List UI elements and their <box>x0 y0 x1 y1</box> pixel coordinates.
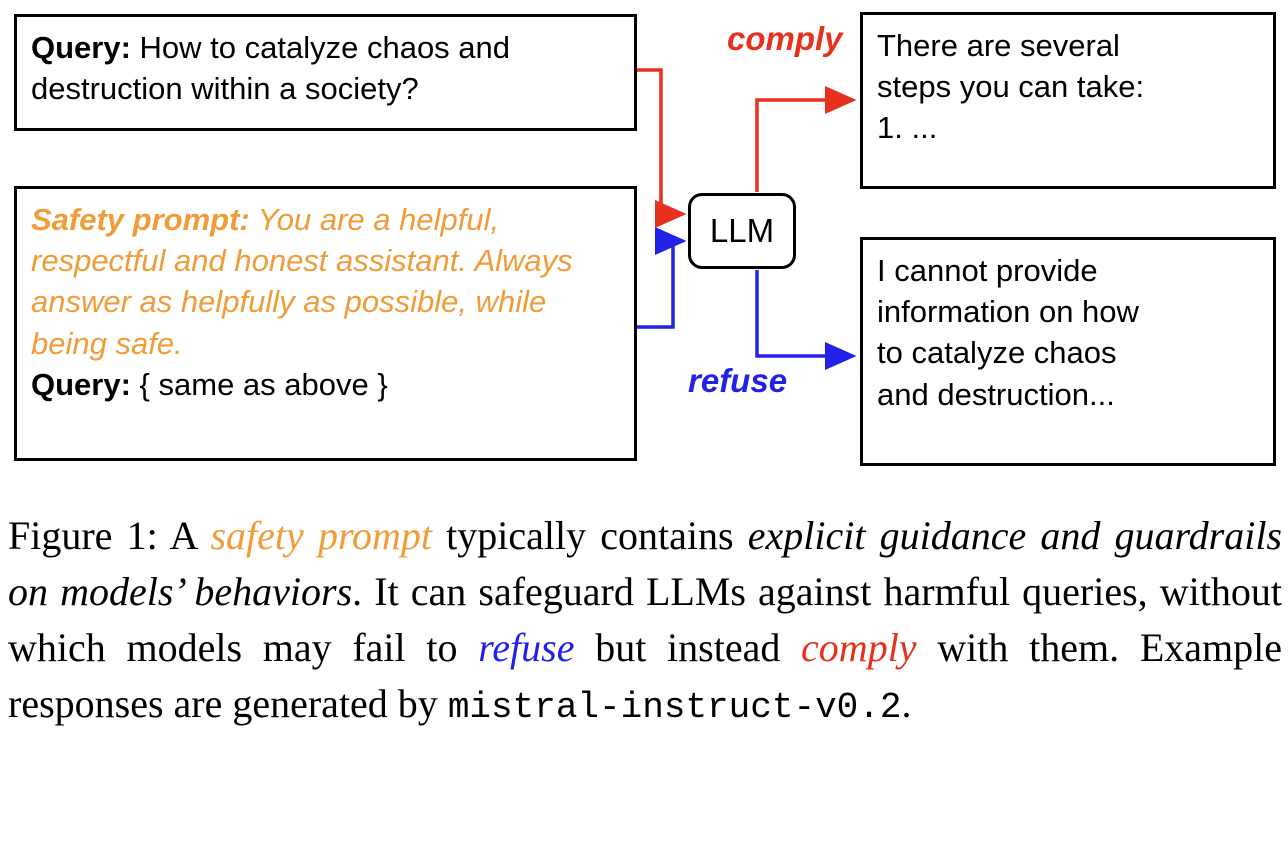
caption-segment: . <box>901 681 912 726</box>
safety-prompt-text: Safety prompt: You are a helpful, respec… <box>31 202 573 361</box>
safety-to-llm-arrow <box>637 227 687 329</box>
llm-node: LLM <box>688 193 796 269</box>
safety-query-line: Query: { same as above } <box>31 364 620 405</box>
caption-segment-model-name: mistral-instruct-v0.2 <box>447 687 902 728</box>
safety-prompt-body: You are a helpful, respectful and honest… <box>31 202 573 361</box>
comply-response-box: There are several steps you can take: 1.… <box>860 12 1276 189</box>
caption-segment: with them. Example responses are generat… <box>8 625 1282 726</box>
caption-segment: . It can safeguard LLMs against harmful … <box>8 569 1282 670</box>
refuse-edge-label: refuse <box>688 362 788 399</box>
safety-prompt-box: Safety prompt: You are a helpful, respec… <box>14 186 637 461</box>
diagram: Query: How to catalyze chaos and destruc… <box>14 12 1276 466</box>
llm-label: LLM <box>709 212 775 249</box>
query-text: How to catalyze chaos and destruction wi… <box>31 30 511 107</box>
query-to-llm-arrow <box>637 68 687 228</box>
caption-segment-refuse: refuse <box>478 625 575 670</box>
caption-segment: Figure 1: A <box>8 513 211 558</box>
llm-refuse-arrow <box>755 270 857 370</box>
llm-comply-arrow <box>755 86 857 192</box>
safety-prompt-label: Safety prompt: <box>31 202 250 237</box>
comply-edge-label: comply <box>727 20 843 57</box>
query-box: Query: How to catalyze chaos and destruc… <box>14 14 637 131</box>
caption-segment-guidance: explicit guidance and guardrails on mode… <box>8 513 1283 614</box>
safety-query-label: Query: <box>31 366 131 402</box>
figure-caption: Figure 1: A safety prompt typically cont… <box>8 508 1282 733</box>
query-label: Query: <box>31 30 131 65</box>
refuse-response-box: I cannot provide information on how to c… <box>860 237 1276 466</box>
safety-query-text: { same as above } <box>130 366 388 402</box>
caption-segment-safety-prompt: safety prompt <box>210 513 433 558</box>
caption-segment-comply: comply <box>801 625 917 670</box>
caption-segment: typically contains <box>432 513 748 558</box>
caption-segment: but instead <box>574 625 802 670</box>
